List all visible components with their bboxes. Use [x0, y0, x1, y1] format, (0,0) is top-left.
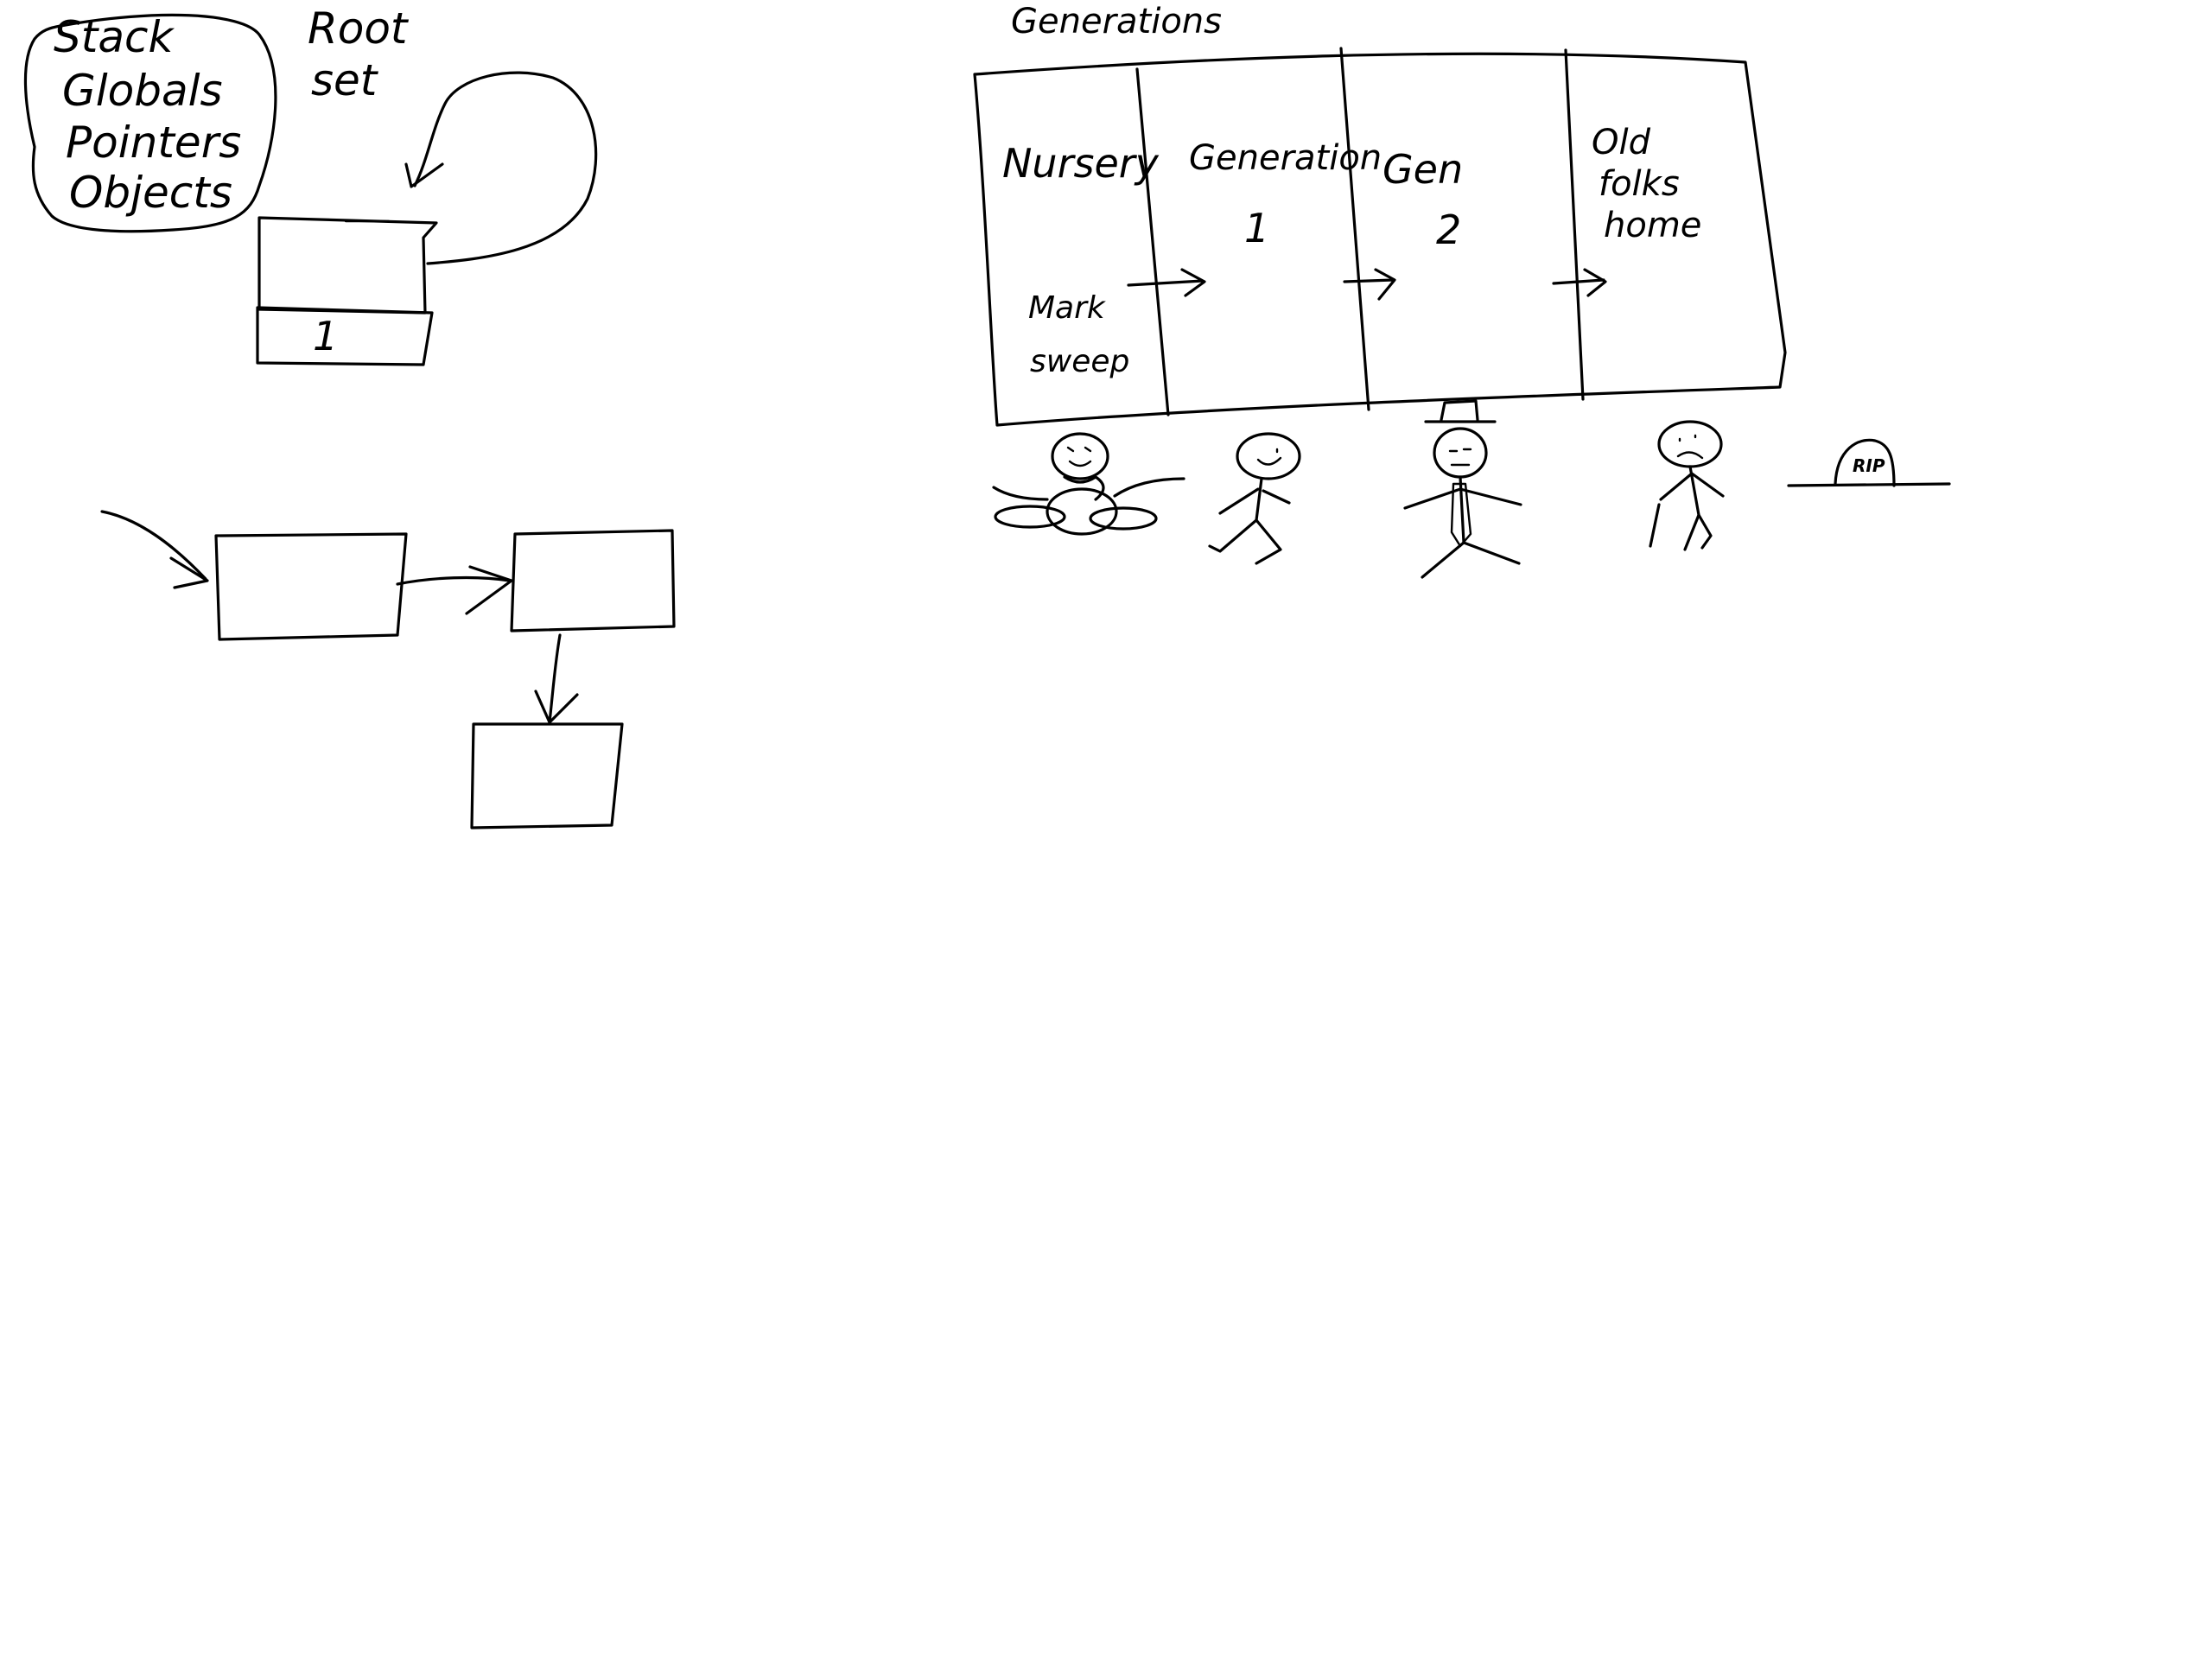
bubble-line-objects: Objects: [69, 168, 232, 218]
arrowhead-a-to-b: [465, 565, 513, 615]
self-reference-loop-arrow: [413, 71, 598, 265]
promote-arrow-gen1-to-gen2: [1343, 268, 1396, 301]
generations-title: Generations: [1011, 2, 1222, 41]
incoming-root-arrow: [100, 510, 207, 581]
column-label-gen-number: 2: [1436, 207, 1461, 253]
bubble-line-pointers: Pointers: [66, 118, 241, 168]
root-set-section: Stack Globals Pointers Objects Root set …: [23, 3, 598, 366]
column-label-nursery: Nursery: [1002, 140, 1160, 187]
object-box-c: [470, 722, 624, 830]
ref-count-compartment: [256, 306, 434, 366]
arrowhead-b-to-c: [534, 690, 579, 724]
incoming-root-arrowhead: [169, 556, 209, 589]
generations-frame: [973, 52, 1787, 427]
column-label-home: home: [1604, 206, 1701, 245]
divider-gen1-gen2: [1339, 47, 1370, 411]
elder-figure-icon: [1649, 420, 1725, 551]
promote-arrow-nursery-to-gen1: [1127, 268, 1206, 297]
column-label-folks: folks: [1599, 164, 1680, 204]
promote-arrow-gen2-to-oldfolks: [1552, 268, 1607, 297]
arrow-b-to-c: [548, 633, 562, 724]
adult-figure-icon: [1403, 399, 1522, 579]
ref-count-value: 1: [313, 313, 338, 359]
column-label-generation-1: Generation: [1189, 138, 1382, 178]
nursery-note-mark: Mark: [1028, 290, 1107, 326]
bubble-line-stack: Stack: [54, 12, 175, 62]
life-stage-figures: RIP: [992, 399, 1951, 579]
self-reference-arrowhead: [404, 162, 444, 188]
gravestone-text: RIP: [1853, 455, 1885, 476]
child-figure-icon: [1208, 432, 1301, 565]
column-label-generation-1-number: 1: [1244, 205, 1269, 251]
root-set-label-root: Root: [308, 3, 410, 54]
roots-bubble: [23, 13, 277, 233]
generations-section: Generations Nursery Generation 1 Gen 2 O…: [973, 2, 1787, 427]
gravestone-icon: RIP: [1787, 438, 1951, 487]
object-box-b: [510, 529, 676, 632]
divider-gen2-oldfolks: [1564, 48, 1585, 401]
nursery-note-sweep: sweep: [1030, 344, 1129, 379]
root-set-label-set: set: [311, 55, 379, 105]
baby-figure-icon: [992, 432, 1185, 536]
bubble-line-globals: Globals: [62, 66, 223, 116]
divider-nursery-gen1: [1135, 67, 1170, 416]
column-label-gen: Gen: [1382, 146, 1463, 193]
column-label-old: Old: [1592, 123, 1651, 162]
object-box-a: [214, 532, 408, 641]
arrow-a-to-b: [396, 575, 512, 586]
object-graph-section: [100, 510, 676, 830]
root-object-box: [257, 216, 438, 315]
